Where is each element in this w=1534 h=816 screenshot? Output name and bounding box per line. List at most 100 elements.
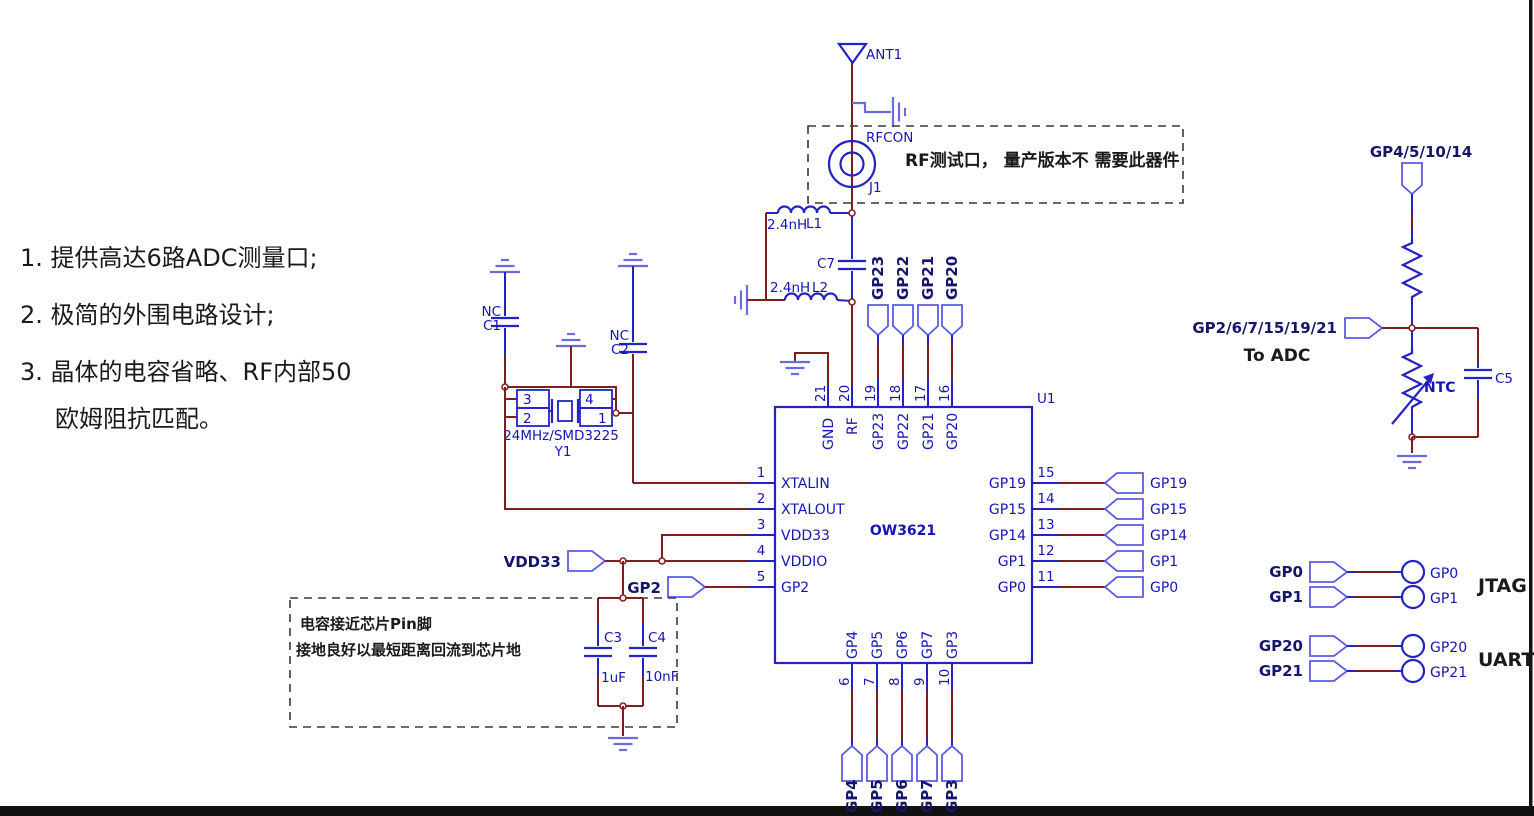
junction-dot (848, 298, 856, 306)
jtag-gp0-label: GP0 (1269, 563, 1303, 581)
connector-label: GP4 (843, 779, 861, 813)
rfcon-ref: RFCON (866, 130, 913, 146)
c2-nc: NC (609, 328, 629, 344)
uart-gp21-pad-label: GP21 (1430, 665, 1467, 681)
crystal-pin2-num: 2 (523, 411, 532, 427)
gp4-5-10-14-label-icon (1401, 162, 1423, 196)
pin-number: 3 (757, 517, 766, 533)
decoupling-caps: 电容接近芯片Pin脚 接地良好以最短距离回流到芯片地 C3 C4 1uF 10n… (289, 561, 679, 752)
gp22-label-icon (892, 304, 914, 337)
bottom-connector-gp5: GP5 7 GP5 (862, 631, 888, 813)
c4-value: 10nF (645, 669, 679, 685)
pin-name: GP2 (781, 580, 809, 596)
pin-number: 20 (837, 385, 853, 402)
design-notes: 1. 提供高达6路ADC测量口; 2. 极简的外围电路设计; 3. 晶体的电容省… (20, 244, 352, 433)
gp4-label-icon (841, 744, 863, 782)
connector-label: GP20 (943, 256, 961, 300)
gp15-label-icon (1103, 498, 1144, 520)
c4-ref: C4 (648, 630, 666, 646)
pin-name: VDD33 (781, 528, 830, 544)
sheet-border-bottom (0, 806, 1534, 816)
pin-name: GP19 (989, 476, 1026, 492)
pin-number: 6 (837, 677, 853, 686)
pin-number: 17 (913, 385, 929, 402)
antenna-ref: ANT1 (866, 47, 902, 63)
connector-label: GP3 (943, 779, 961, 813)
connector-label: GP21 (919, 256, 937, 300)
rfcon-note: RF测试口， 量产版本不 需要此器件 (905, 150, 1180, 171)
c2-ref: C2 (611, 342, 629, 358)
pin-name: GP22 (896, 413, 912, 450)
top-connector-gp22: GP22 18 GP22 (888, 256, 914, 450)
resistor-icon (1400, 238, 1424, 300)
ntc-label: NTC (1424, 380, 1456, 396)
ground-icon (606, 736, 640, 752)
gp21-label-icon (917, 304, 939, 337)
crystal-value: 24MHz/SMD3225 (503, 428, 619, 444)
note-item-3-line1: 3. 晶体的电容省略、RF内部50 (20, 358, 352, 386)
jtag-gp0-label-icon (1309, 561, 1349, 583)
bottom-connector-gp4: GP4 6 GP4 (837, 631, 863, 813)
c1-ref: C1 (483, 318, 501, 334)
jtag-gp1-pad-label: GP1 (1430, 591, 1458, 607)
pin-name: GP3 (945, 631, 961, 659)
sheet-border-right (1529, 0, 1533, 816)
ground-icon (554, 332, 588, 348)
gp1-label-icon (1103, 550, 1144, 572)
crystal-pad-2 (516, 407, 550, 427)
rfcon-test-port: RFCON J1 RF测试口， 量产版本不 需要此器件 (807, 125, 1184, 204)
pin-name: GP7 (920, 631, 936, 659)
ground-icon (616, 252, 650, 268)
ground-icon (1395, 454, 1429, 470)
pin-number: 21 (813, 385, 829, 402)
chip-right-pins: 15 14 13 12 11 GP19 GP15 GP14 GP1 GP0 GP… (989, 465, 1187, 598)
crystal-icon (557, 400, 573, 422)
top-connector-gp21: GP21 17 GP21 (913, 256, 939, 450)
uart-gp20-pad-label: GP20 (1430, 640, 1467, 656)
pin-number: 12 (1037, 543, 1054, 559)
pin-name: GND (821, 418, 837, 450)
pin-name: XTALIN (781, 476, 830, 492)
ntc-thermistor-icon (1400, 348, 1424, 410)
uart-block: GP20 GP20 GP21 GP21 UART (1259, 633, 1534, 684)
c3-ref: C3 (604, 630, 622, 646)
pin-number: 13 (1037, 517, 1054, 533)
ground-icon (891, 95, 907, 129)
note-item-1: 1. 提供高达6路ADC测量口; (20, 244, 318, 272)
pin-number: 14 (1037, 491, 1054, 507)
gp7-label-icon (916, 744, 938, 782)
chip-top-pins: 21 20 GND RF GP23 19 GP23 GP22 18 GP22 (778, 256, 963, 450)
pin-name: XTALOUT (781, 502, 845, 518)
l1-ref: L1 (806, 216, 822, 232)
junction-dot (658, 557, 666, 565)
ground-icon (488, 258, 522, 274)
junction-dot (848, 209, 856, 217)
c5-ref: C5 (1495, 371, 1513, 387)
gp0-label-icon (1103, 576, 1144, 598)
crystal-pin1-num: 1 (598, 411, 607, 427)
jtag-gp0-pad-icon (1400, 559, 1426, 585)
gp23-label-icon (867, 304, 889, 337)
pin-number: 19 (863, 385, 879, 402)
pin-name: GP20 (945, 413, 961, 450)
chip-name: OW3621 (870, 523, 936, 539)
ground-icon (778, 360, 812, 376)
gp2-label: GP2 (627, 579, 661, 597)
chip-bottom-pins: GP4 6 GP4 GP5 7 GP5 GP6 8 (837, 631, 963, 813)
pin-name: GP23 (871, 413, 887, 450)
pin-number: 16 (937, 385, 953, 402)
junction-dot (612, 409, 620, 417)
ntc-adc-divider: GP4/5/10/14 GP2/6/7/15/19/21 To ADC NTC … (1192, 143, 1513, 470)
jtag-gp1-pad-icon (1400, 584, 1426, 610)
uart-gp21-label-icon (1309, 660, 1349, 682)
uart-gp20-label-icon (1309, 635, 1349, 657)
top-connector-gp23: GP23 19 GP23 (863, 256, 889, 450)
power-rails: VDD33 GP2 (504, 534, 748, 598)
connector-label: GP15 (1150, 502, 1187, 518)
c7-ref: C7 (817, 256, 835, 272)
connector-label: GP7 (918, 779, 936, 813)
top-connector-gp20: GP20 16 GP20 (937, 256, 963, 450)
pin-number: 1 (757, 465, 766, 481)
connector-label: GP1 (1150, 554, 1178, 570)
crystal-pin4-num: 4 (585, 392, 594, 408)
